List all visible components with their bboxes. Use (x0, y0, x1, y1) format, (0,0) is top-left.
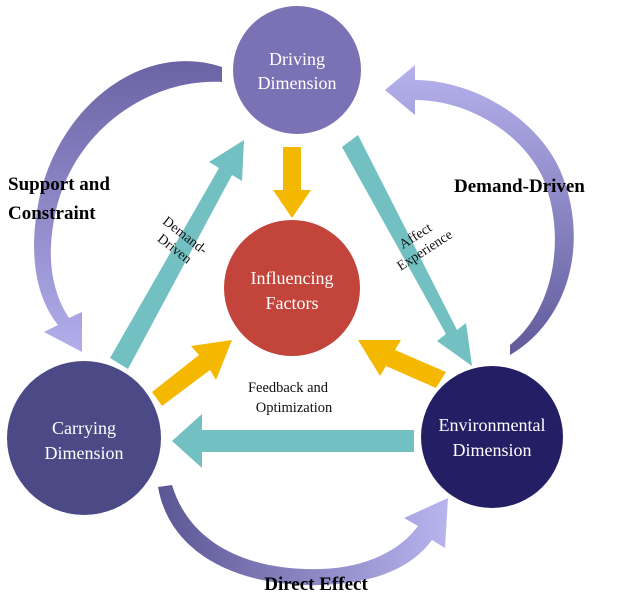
curved-arrow-left (34, 61, 222, 352)
environmental-dimension-line2: Dimension (453, 440, 532, 460)
teal-arrow-feedback-optimization (172, 414, 414, 468)
carrying-dimension-node: Carrying Dimension (7, 361, 161, 515)
direct-effect-label: Direct Effect (264, 574, 368, 595)
carrying-dimension-line2: Dimension (45, 443, 124, 463)
driving-dimension-node: Driving Dimension (233, 6, 361, 134)
teal-arrow-demand-driven (110, 140, 244, 369)
support-constraint-label-line2: Constraint (8, 203, 96, 224)
support-constraint-label-line1: Support and (8, 174, 110, 195)
demand-driven-outer-label: Demand-Driven (454, 176, 585, 197)
feedback-optimization-label-line1: Feedback and (248, 380, 329, 396)
carrying-dimension-line1: Carrying (52, 418, 116, 438)
teal-arrow-affect-experience (342, 135, 472, 366)
influencing-factors-line2: Factors (266, 293, 319, 313)
driving-dimension-line1: Driving (269, 49, 325, 69)
influencing-factors-line1: Influencing (251, 268, 334, 288)
influencing-factors-node: Influencing Factors (224, 220, 360, 356)
curved-arrow-right (385, 65, 574, 355)
environmental-dimension-line1: Environmental (439, 415, 546, 435)
yellow-arrow-right (358, 340, 446, 388)
feedback-optimization-label-line2: Optimization (256, 400, 333, 416)
yellow-arrow-left (152, 340, 232, 406)
driving-dimension-line2: Dimension (258, 73, 337, 93)
environmental-dimension-node: Environmental Dimension (421, 366, 563, 508)
curved-arrow-bottom (158, 485, 448, 586)
yellow-arrow-top (273, 147, 311, 218)
